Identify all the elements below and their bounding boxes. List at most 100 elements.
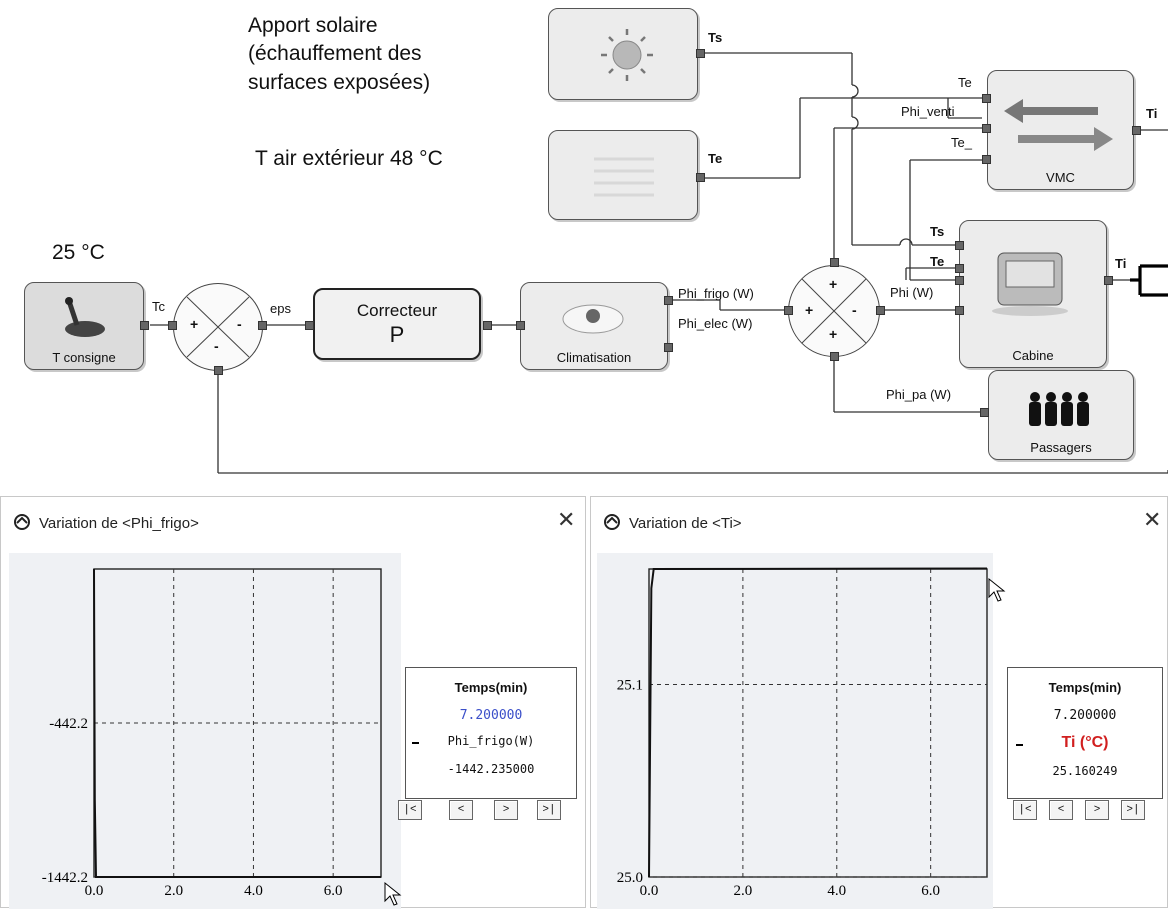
apport-solaire-line3: surfaces exposées): [248, 71, 431, 94]
cab-ti-port[interactable]: [1104, 276, 1113, 285]
climatisation-title: Climatisation: [556, 350, 632, 365]
pass-phi-pa-port[interactable]: [980, 408, 989, 417]
sum2-left-port[interactable]: [784, 306, 793, 315]
sum2-top-sign: +: [829, 276, 838, 292]
y-tick-label: 25.0: [617, 870, 643, 886]
air-te-port[interactable]: [696, 173, 705, 182]
nav-first-button[interactable]: |<: [398, 800, 422, 820]
sum-junction-2[interactable]: + + - +: [788, 265, 880, 357]
legend-time-value: 7.200000: [459, 708, 523, 723]
nav-next-button[interactable]: >: [1085, 800, 1109, 820]
sum1-feedback-port[interactable]: [214, 366, 223, 375]
cab-ti-label: Ti: [1115, 256, 1127, 271]
vmc-ti-label: Ti: [1146, 106, 1158, 121]
sum1-in-port[interactable]: [168, 321, 177, 330]
apport-solaire-line2: (échauffement des: [248, 42, 422, 65]
nav-last-button[interactable]: >|: [1121, 800, 1145, 820]
cab-phi-port[interactable]: [955, 306, 964, 315]
legend-series-swatch: [1016, 744, 1023, 746]
clim-phi-elec-port[interactable]: [664, 343, 673, 352]
legend-series-value: -1442.235000: [447, 762, 535, 776]
mouse-cursor-icon: [384, 881, 402, 906]
nav-first-button[interactable]: |<: [1013, 800, 1037, 820]
sun-ts-port[interactable]: [696, 49, 705, 58]
cabine-title: Cabine: [1012, 348, 1054, 363]
cab-te-label: Te: [930, 254, 945, 269]
correcteur-line1: Correcteur: [356, 301, 438, 320]
sum1-bottom-sign: -: [214, 338, 219, 354]
close-icon[interactable]: ✕: [1143, 507, 1162, 532]
sum1-left-sign: +: [190, 316, 199, 332]
vmc-block[interactable]: VMC: [987, 70, 1134, 190]
y-tick-label: 25.1: [617, 678, 643, 694]
phi-label: Phi (W): [890, 285, 934, 300]
diagram-wires: [150, 52, 1168, 474]
sun-source-block[interactable]: [548, 8, 698, 100]
vmc-te2-port[interactable]: [982, 155, 991, 164]
cabine-block[interactable]: Cabine: [959, 220, 1107, 368]
clim-phi-frigo-port[interactable]: [664, 296, 673, 305]
legend-series-value: 25.160249: [1052, 764, 1118, 778]
apport-solaire-line1: Apport solaire: [248, 14, 378, 37]
phi-pa-label: Phi_pa (W): [886, 387, 952, 402]
vmc-phi-venti-label: Phi_venti: [901, 104, 955, 119]
air-exterieur-block[interactable]: [548, 130, 698, 220]
sum-junction-1[interactable]: + - -: [173, 283, 263, 371]
legend-box: Temps(min) 7.200000 Phi_frigo(W) -1442.2…: [405, 667, 577, 799]
nav-last-button[interactable]: >|: [537, 800, 561, 820]
cab-te2-port[interactable]: [955, 276, 964, 285]
x-tick-label: 4.0: [827, 883, 846, 899]
sum2-bottom-port[interactable]: [830, 352, 839, 361]
passagers-block[interactable]: Passagers: [988, 370, 1134, 460]
legend-series-swatch: [412, 742, 419, 744]
sum2-top-port[interactable]: [830, 258, 839, 267]
phi-frigo-label: Phi_frigo (W): [678, 286, 754, 301]
close-icon[interactable]: ✕: [557, 507, 576, 532]
sum2-cross: [801, 278, 867, 344]
legend-series-name: Ti (°C): [1061, 734, 1109, 751]
sum2-right-port[interactable]: [876, 306, 885, 315]
chart-window-icon: [604, 514, 620, 530]
tconsigne-out-port[interactable]: [140, 321, 149, 330]
sun-ts-label: Ts: [708, 30, 723, 45]
correcteur-block[interactable]: Correcteur P: [313, 288, 481, 360]
legend-series-name: Phi_frigo(W): [447, 734, 535, 748]
correcteur-in-port[interactable]: [305, 321, 314, 330]
legend-box: Temps(min) 7.200000 Ti (°C) 25.160249: [1007, 667, 1163, 799]
x-tick-label: 0.0: [85, 883, 104, 899]
legend-header: Temps(min): [1048, 680, 1122, 695]
correcteur-line2: P: [389, 322, 405, 347]
climatisation-block[interactable]: Climatisation: [520, 282, 668, 370]
ac-unit-icon: [562, 304, 624, 334]
cab-ts-label: Ts: [930, 224, 945, 239]
vmc-phi-venti-port[interactable]: [982, 124, 991, 133]
cab-ts-port[interactable]: [955, 241, 964, 250]
nav-prev-button[interactable]: <: [449, 800, 473, 820]
sum2-left-sign: +: [805, 302, 814, 318]
nav-next-button[interactable]: >: [494, 800, 518, 820]
clim-in-port[interactable]: [516, 321, 525, 330]
vmc-te-label: Te: [958, 75, 972, 90]
sum1-out-port[interactable]: [258, 321, 267, 330]
panel-title: Variation de <Phi_frigo>: [39, 515, 199, 532]
legend-time-value: 7.200000: [1053, 708, 1117, 723]
mouse-cursor-icon: [988, 577, 1006, 602]
panel-title: Variation de <Ti>: [629, 515, 742, 532]
correcteur-out-port[interactable]: [483, 321, 492, 330]
air-te-label: Te: [708, 151, 723, 166]
plot-area-bg: [9, 553, 401, 909]
t-consigne-block[interactable]: T consigne: [24, 282, 144, 370]
legend-header: Temps(min): [454, 680, 528, 695]
cab-te-port[interactable]: [955, 264, 964, 273]
x-tick-label: 4.0: [244, 883, 263, 899]
vmc-ti-port[interactable]: [1132, 126, 1141, 135]
phi-elec-label: Phi_elec (W): [678, 316, 753, 331]
x-tick-label: 2.0: [164, 883, 183, 899]
cabin-icon: [992, 252, 1068, 316]
vmc-te-port[interactable]: [982, 94, 991, 103]
nav-prev-button[interactable]: <: [1049, 800, 1073, 820]
